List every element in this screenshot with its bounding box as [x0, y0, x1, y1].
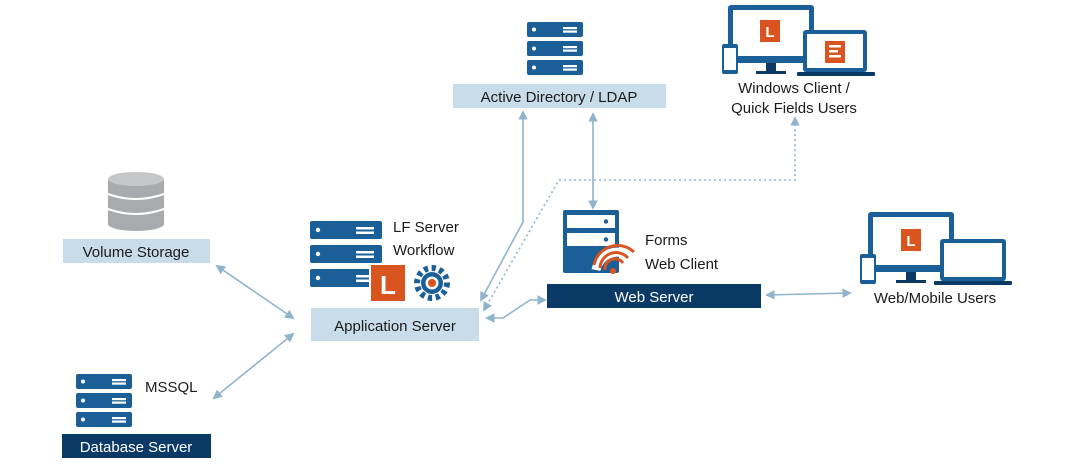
web-mobile-users-label: Web/Mobile Users	[874, 290, 996, 307]
svg-text:L: L	[380, 270, 396, 300]
web-server-caption-line1: Forms	[645, 232, 688, 249]
connector-webserver-webusers	[765, 288, 852, 300]
database-cylinder-icon	[107, 172, 165, 231]
connectors	[212, 110, 852, 400]
server-rack-icon	[76, 374, 132, 427]
active-directory-box	[453, 84, 666, 108]
application-server-box	[311, 308, 479, 341]
laserfiche-logo	[901, 229, 921, 251]
active-directory-label: Active Directory / LDAP	[481, 89, 638, 106]
connector-app-windows-dotted	[483, 116, 800, 312]
laserfiche-logo: L	[369, 263, 407, 303]
svg-text:L: L	[765, 24, 774, 41]
database-server-node: MSSQL Database Server	[62, 374, 211, 458]
wifi-icon	[591, 244, 636, 274]
laptop-icon	[797, 30, 875, 76]
database-server-box	[62, 434, 211, 458]
connector-volume-app	[215, 264, 295, 320]
web-server-label: Web Server	[615, 289, 694, 306]
volume-storage-box	[63, 239, 210, 263]
windows-clients-label-line1: Windows Client /	[738, 80, 851, 97]
laserfiche-logo	[760, 20, 780, 42]
connector-db-app	[212, 332, 295, 400]
phone-icon	[722, 44, 738, 74]
monitor-icon: L	[868, 212, 954, 283]
web-mobile-users-node: L Web/Mobile Users	[860, 212, 1012, 307]
web-server-caption-line2: Web Client	[645, 256, 719, 273]
active-directory-node: Active Directory / LDAP	[453, 22, 666, 108]
database-server-caption: MSSQL	[145, 379, 198, 396]
volume-storage-node: Volume Storage	[63, 172, 210, 263]
connector-app-webserver	[485, 295, 547, 323]
web-server-box	[547, 284, 761, 308]
server-rack-icon	[527, 22, 583, 75]
volume-storage-label: Volume Storage	[83, 244, 190, 261]
application-server-label: Application Server	[334, 318, 456, 335]
laptop-icon	[934, 239, 1012, 285]
svg-text:L: L	[906, 233, 915, 250]
application-server-node: L LF Server Workflow Application Server	[310, 219, 479, 341]
database-server-label: Database Server	[80, 439, 193, 456]
gear-icon	[414, 265, 450, 301]
windows-clients-node: L Windows Client / Quick Fields Users	[722, 5, 875, 117]
phone-icon	[860, 254, 876, 284]
application-server-caption-line1: LF Server	[393, 219, 459, 236]
connector-app-ad	[480, 110, 528, 302]
windows-clients-label-line2: Quick Fields Users	[731, 100, 857, 117]
web-server-node: Forms Web Client Web Server	[547, 210, 761, 308]
server-rack-icon	[563, 210, 619, 273]
monitor-icon: L	[728, 5, 814, 74]
application-server-caption-line2: Workflow	[393, 242, 455, 259]
